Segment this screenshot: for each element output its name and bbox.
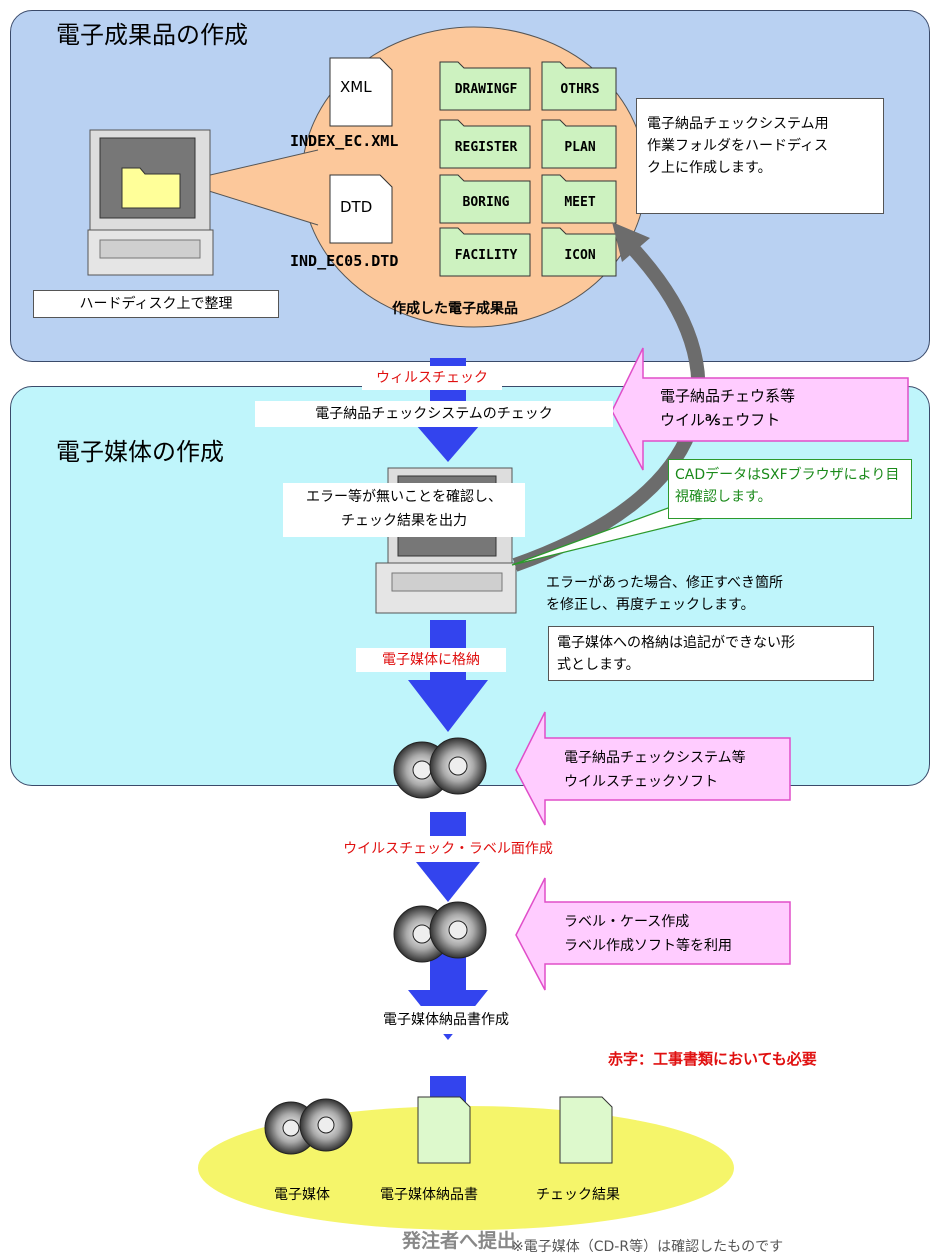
dtd-doc-icon (329, 174, 393, 244)
middle-panel-title: 電子媒体の作成 (56, 438, 224, 466)
callout-3-text: ラベル・ケース作成 ラベル作成ソフト等を利用 (564, 910, 732, 958)
confirm-line1: エラー等が無いことを確認し、 (306, 489, 502, 505)
storage-note: 電子媒体への格納は追記ができない形 式とします。 (548, 626, 874, 681)
callout-arrow-1 (611, 347, 909, 471)
bottom-item-media: 電子媒体 (274, 1187, 330, 1203)
error-fix-text: エラーがあった場合、修正すべき箇所 を修正し、再度チェックします。 (546, 572, 783, 616)
products-label: 作成した電子成果品 (392, 301, 518, 317)
folder-note-line3: ク上に作成します。 (647, 160, 772, 176)
folder-icons (439, 61, 617, 277)
storage-note-line1: 電子媒体への格納は追記ができない形 (557, 635, 795, 651)
laptop-icon-top (87, 129, 214, 276)
red-text-note: 赤字：工事書類においても必要 (608, 1050, 817, 1068)
xml-tag: XML (340, 78, 372, 96)
folder-creation-note: 電子納品チェックシステム用 作業フォルダをハードディス ク上に作成します。 (636, 98, 884, 214)
store-media-label: 電子媒体に格納 (356, 648, 506, 672)
error-line2: を修正し、再度チェックします。 (546, 597, 755, 613)
folder-drawingf: DRAWINGF (454, 82, 518, 97)
top-panel-title: 電子成果品の作成 (56, 21, 248, 49)
folder-boring: BORING (462, 195, 510, 210)
blob-wedge (180, 150, 318, 225)
folder-facility: FACILITY (454, 248, 518, 263)
folder-othrs: OTHRS (560, 82, 600, 97)
confirm-line2: チェック結果を出力 (341, 513, 467, 529)
folder-note-line2: 作業フォルダをハードディス (647, 138, 829, 154)
folder-icon: ICON (564, 248, 596, 263)
confirm-output-label: エラー等が無いことを確認し、 チェック結果を出力 (283, 483, 525, 537)
delivery-doc-icon (417, 1096, 471, 1164)
cad-note: CADデータはSXFブラウザにより目視確認します。 (668, 459, 912, 519)
folder-meet: MEET (564, 195, 596, 210)
folder-note-line1: 電子納品チェックシステム用 (647, 116, 829, 132)
submit-label: 発注者へ提出 (402, 1230, 517, 1252)
virus-label-creation: ウイルスチェック・ラベル面作成 (288, 836, 608, 862)
virus-check-label: ウィルスチェック (362, 366, 502, 390)
cd-pair-bottom (264, 1098, 353, 1155)
callout-1-line2: ウイル℁ェウフト (660, 411, 781, 429)
error-line1: エラーがあった場合、修正すべき箇所 (546, 575, 784, 591)
callout-2-line1: 電子納品チェックシステム等 (564, 750, 746, 766)
bottom-item-delivery-doc: 電子媒体納品書 (380, 1187, 478, 1203)
xml-filename: INDEX_EC.XML (290, 132, 399, 150)
callout-2-text: 電子納品チェックシステム等 ウイルスチェックソフト (564, 746, 746, 794)
bottom-item-check-result: チェック結果 (536, 1187, 620, 1203)
check-result-doc-icon (559, 1096, 613, 1164)
hdd-label: ハードディスク上で整理 (33, 290, 279, 318)
system-check-label: 電子納品チェックシステムのチェック (255, 401, 613, 427)
xml-doc-icon (329, 57, 393, 127)
delivery-doc-creation-label: 電子媒体納品書作成 (328, 1006, 564, 1034)
callout-3-line2: ラベル作成ソフト等を利用 (564, 938, 732, 954)
dtd-tag: DTD (340, 198, 373, 216)
callout-1-line1: 電子納品チェウ系等 (660, 387, 796, 405)
dtd-filename: IND_EC05.DTD (290, 252, 399, 270)
callout-1-text: 電子納品チェウ系等 ウイル℁ェウフト (660, 384, 795, 432)
callout-arrow-3 (515, 877, 791, 991)
folder-register: REGISTER (454, 140, 518, 155)
cd-pair-1 (393, 737, 487, 799)
callout-arrow-2 (515, 711, 791, 826)
storage-note-line2: 式とします。 (557, 657, 640, 673)
cutoff-note: ※電子媒体（CD-R等）は確認したものです (512, 1239, 784, 1255)
folder-plan: PLAN (564, 140, 596, 155)
callout-3-line1: ラベル・ケース作成 (564, 914, 690, 930)
cd-pair-2 (393, 901, 487, 963)
callout-2-line2: ウイルスチェックソフト (564, 774, 718, 790)
